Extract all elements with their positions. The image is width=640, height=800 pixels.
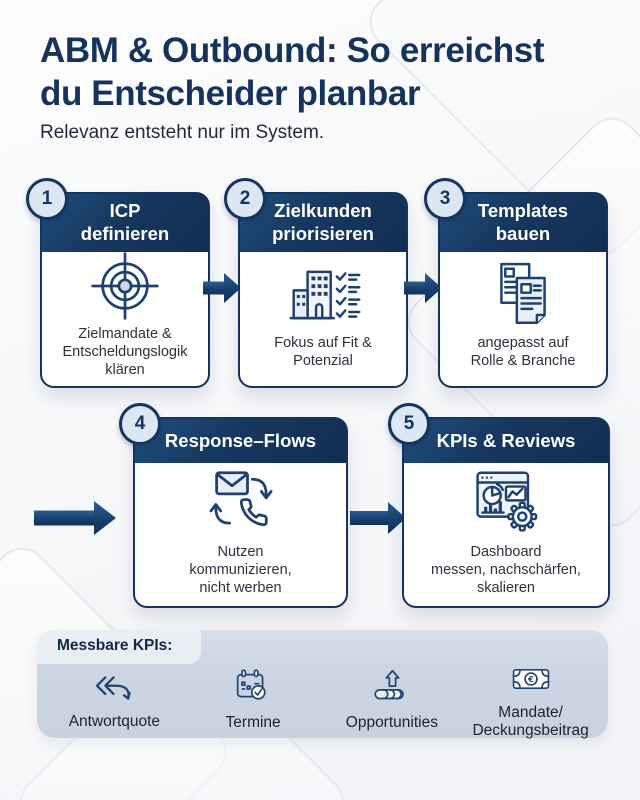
dashboard-gear-icon [464, 463, 548, 541]
kpi-section-label: Messbare KPIs: [57, 637, 173, 654]
step-description: Zielmandate & Entscheldungslogik klären [62, 325, 188, 379]
kpi-item-mandate: € Mandate/ Deckungsbeitrag [461, 657, 600, 740]
kpi-item-label: Termine [225, 713, 281, 731]
mail-phone-cycle-icon [200, 463, 282, 541]
pipeline-up-arrow-icon [367, 665, 417, 711]
step-number-badge: 4 [119, 403, 161, 445]
step-card-2: 2 Zielkunden priorisieren [224, 178, 408, 388]
step-description: Fokus auf Fit & Potenzial [274, 334, 372, 369]
step-card-3: 3 Templates bauen [424, 178, 608, 388]
kpi-item-label: Antwortquote [68, 712, 161, 730]
step-title: ICP definieren [42, 194, 208, 252]
reply-arrows-icon [90, 666, 138, 710]
step-card-1: 1 ICP definieren Zielmandate & Entscheld… [26, 178, 210, 388]
step-title: Response–Flows [135, 419, 346, 463]
kpi-item-label: Opportunities [345, 713, 438, 731]
page-title: ABM & Outbound: So erreichst du Entschei… [40, 31, 545, 113]
kpi-item-termine: Termine [184, 665, 323, 732]
step-card-4: 4 Response–Flows Nut [119, 403, 348, 608]
flow-arrow-icon [404, 273, 442, 303]
step-description: Nutzen kommunizieren, nicht werben [189, 543, 292, 597]
step-number-badge: 5 [388, 403, 430, 445]
step-number-badge: 1 [26, 178, 68, 220]
kpi-item-antwortquote: Antwortquote [45, 666, 184, 731]
step-number-badge: 3 [424, 178, 466, 220]
step-description: Dashboard messen, nachschärfen, skaliere… [431, 543, 581, 597]
step-title: KPIs & Reviews [404, 419, 608, 463]
kpi-item-opportunities: Opportunities [323, 665, 462, 732]
euro-banknote-icon: € [505, 657, 557, 701]
flow-arrow-icon [203, 273, 241, 303]
step-description: angepasst auf Rolle & Branche [470, 334, 576, 369]
step-title: Zielkunden priorisieren [240, 194, 406, 252]
svg-text:€: € [527, 674, 534, 684]
kpi-label-chip [37, 630, 201, 664]
calendar-check-icon [229, 665, 277, 711]
documents-icon [485, 258, 561, 332]
step-card-5: 5 KPIs & Reviews [388, 403, 610, 608]
step-title: Templates bauen [440, 194, 606, 252]
page-subtitle: Relevanz entsteht nur im System. [40, 122, 325, 143]
flow-arrow-icon [350, 502, 406, 534]
target-icon [88, 249, 162, 323]
building-checklist-icon [284, 258, 362, 332]
kpi-section: Messbare KPIs: Antwortquote [37, 630, 608, 740]
step-number-badge: 2 [224, 178, 266, 220]
flow-arrow-icon [34, 501, 116, 535]
kpi-item-label: Mandate/ Deckungsbeitrag [472, 703, 589, 739]
